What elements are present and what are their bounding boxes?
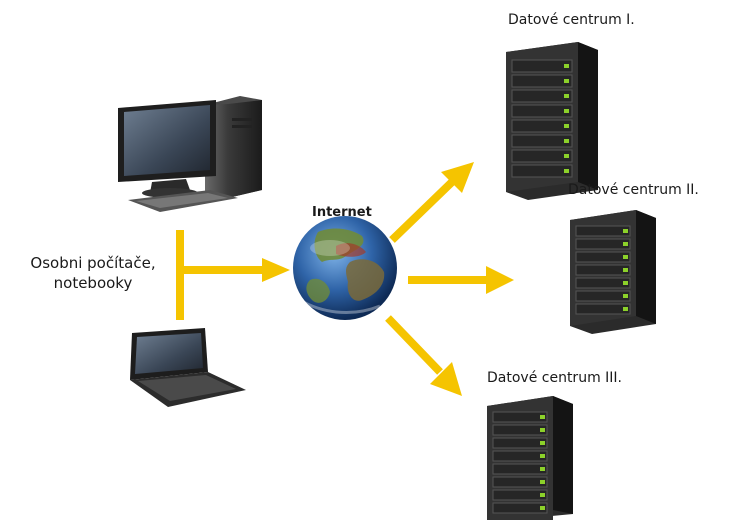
personal-computers-label-line1: Osobni počítače,	[30, 254, 156, 272]
arrow-to-internet	[262, 258, 290, 282]
arrow-to-dc1	[389, 162, 474, 243]
internet-label: Internet	[312, 205, 372, 220]
pc-connector	[176, 230, 290, 320]
server-tower-icon	[506, 42, 598, 200]
arrow-to-dc2	[408, 266, 514, 294]
arrow-to-dc3	[385, 315, 462, 396]
connector-horizontal-bar	[176, 266, 266, 274]
datacenter-1-label: Datové centrum I.	[508, 12, 635, 28]
laptop-icon	[130, 328, 246, 407]
datacenter-2-label: Datové centrum II.	[568, 182, 699, 198]
personal-computers-label: Osobni počítače, notebooky	[8, 253, 178, 293]
server-tower-icon	[487, 396, 573, 520]
personal-computers-label-line2: notebooky	[53, 274, 133, 292]
globe-icon	[293, 216, 397, 320]
desktop-computer-icon	[118, 96, 262, 212]
connector-vertical-bar	[176, 230, 184, 320]
server-tower-icon	[570, 210, 656, 334]
datacenter-3-label: Datové centrum III.	[487, 370, 622, 386]
